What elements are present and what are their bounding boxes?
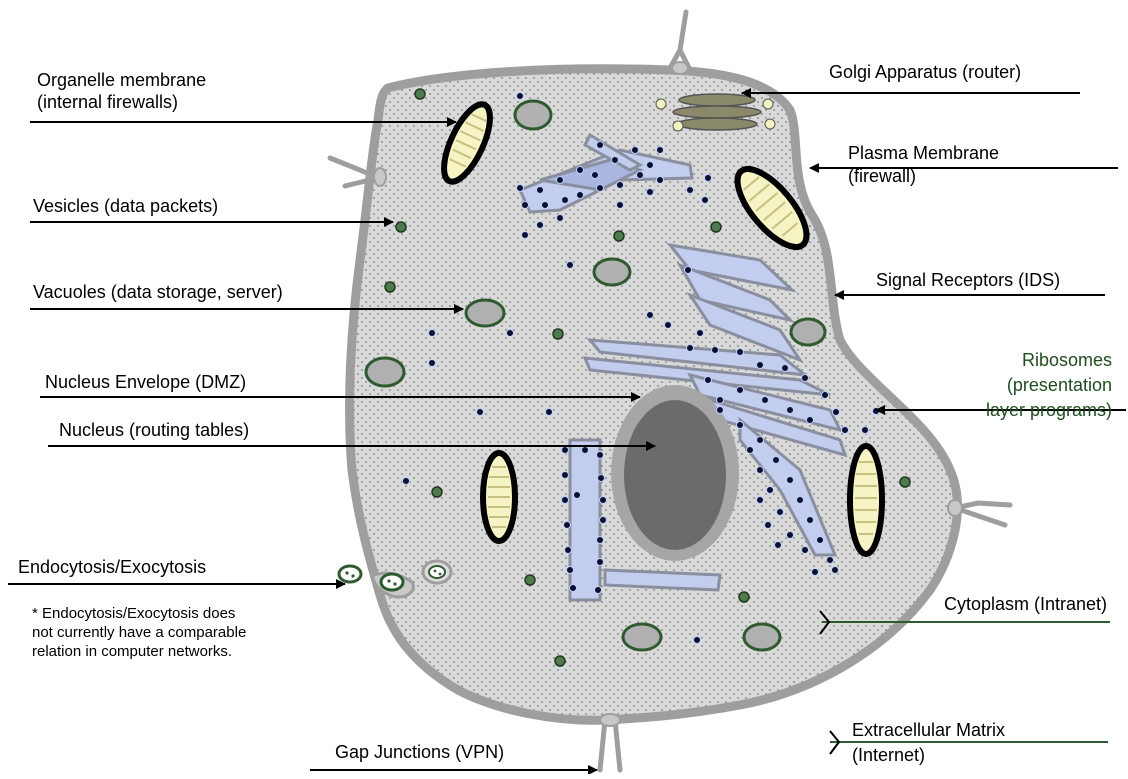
- label-signal-receptors: Signal Receptors (IDS): [876, 270, 1060, 290]
- footnote-line2: not currently have a comparable: [32, 623, 334, 642]
- footnote: * Endocytosis/Exocytosis does not curren…: [32, 604, 334, 661]
- label-plasma-membrane-line1: Plasma Membrane: [848, 143, 999, 163]
- label-golgi: Golgi Apparatus (router): [829, 62, 1021, 82]
- label-vacuoles: Vacuoles (data storage, server): [33, 282, 283, 302]
- label-ribosomes-line3: layer programs): [986, 400, 1112, 420]
- label-nucleus: Nucleus (routing tables): [59, 420, 249, 440]
- label-vesicles: Vesicles (data packets): [33, 196, 218, 216]
- label-gap-junctions: Gap Junctions (VPN): [335, 742, 504, 762]
- label-nucleus-envelope: Nucleus Envelope (DMZ): [45, 372, 246, 392]
- label-organelle-membrane-line2: (internal firewalls): [37, 92, 178, 112]
- label-plasma-membrane-line2: (firewall): [848, 166, 916, 186]
- footnote-line3: relation in computer networks.: [32, 642, 334, 661]
- label-extracellular-line2: (Internet): [852, 745, 925, 765]
- label-organelle-membrane-line1: Organelle membrane: [37, 70, 206, 90]
- label-extracellular-line1: Extracellular Matrix: [852, 720, 1005, 740]
- label-ribosomes-line1: Ribosomes: [1022, 350, 1112, 370]
- label-ribosomes-line2: (presentation: [1007, 375, 1112, 395]
- label-cytoplasm: Cytoplasm (Intranet): [944, 594, 1107, 614]
- label-endocytosis: Endocytosis/Exocytosis: [18, 557, 206, 577]
- footnote-line1: * Endocytosis/Exocytosis does: [32, 604, 334, 623]
